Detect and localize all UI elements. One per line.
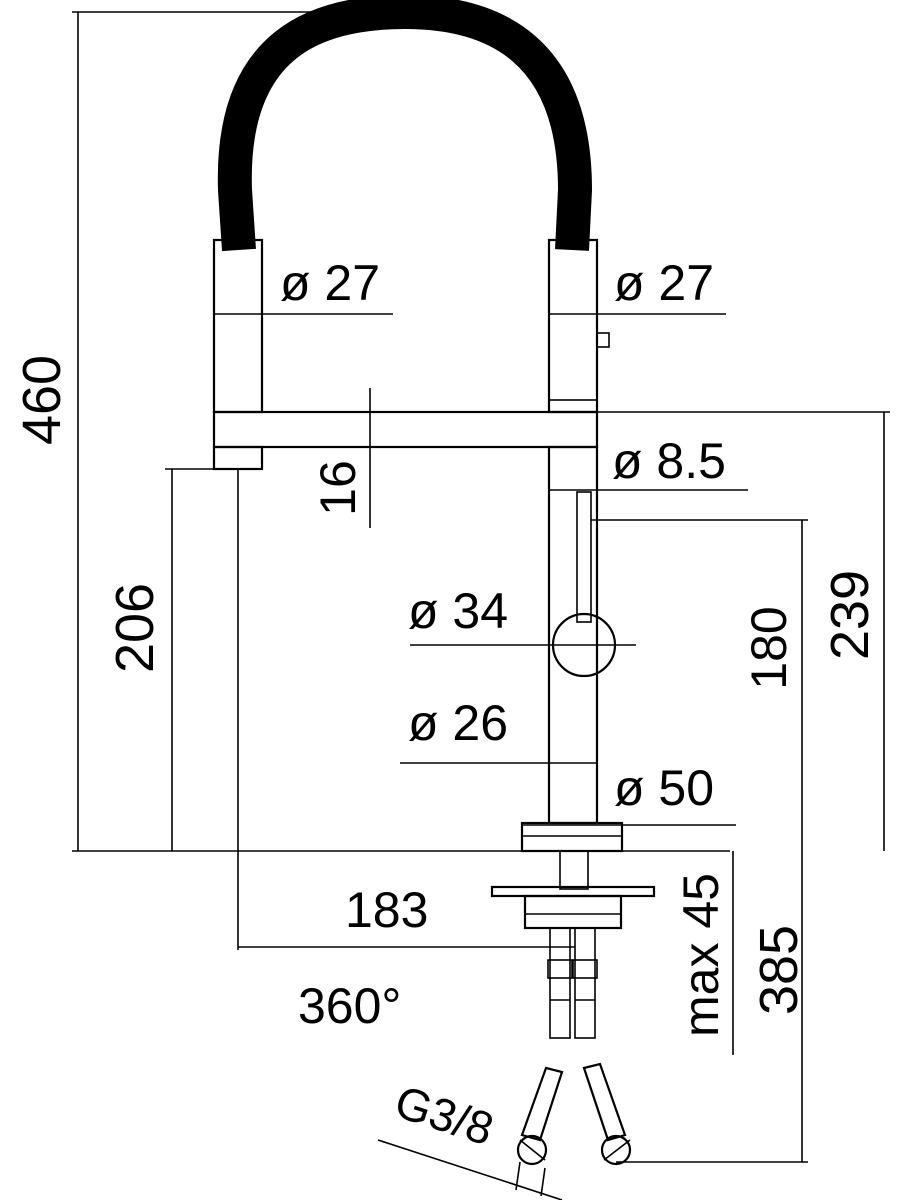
angled-connectors — [516, 1062, 632, 1166]
fixing-nut — [523, 894, 623, 930]
label-height-bar: 239 — [820, 570, 880, 660]
label-reach: 183 — [345, 882, 428, 938]
label-dia-base: ø 50 — [614, 760, 714, 816]
side-lever — [576, 491, 592, 623]
label-bar-thickness: 16 — [310, 460, 366, 516]
right-column-collar — [548, 399, 598, 413]
right-column — [547, 238, 599, 414]
label-height-outlet: 206 — [105, 583, 165, 673]
label-dia-lever-knob: ø 34 — [408, 583, 508, 639]
base-flange — [520, 821, 624, 853]
label-below-deck-length: 385 — [749, 925, 809, 1015]
threaded-rod — [559, 850, 589, 890]
dimension-lines — [72, 11, 890, 1200]
faucet-outline — [212, 0, 656, 1166]
label-connection-thread: G3/8 — [389, 1075, 500, 1155]
label-rotation: 360° — [298, 978, 401, 1034]
dimension-labels: 460 ø 27 ø 27 16 ø 8.5 206 ø 34 180 239 … — [12, 255, 880, 1155]
left-column — [212, 238, 264, 414]
flex-hoses — [547, 927, 598, 1039]
label-dia-right-column: ø 27 — [614, 255, 714, 311]
label-dia-side-lever: ø 8.5 — [612, 433, 726, 489]
label-height-lever: 180 — [741, 606, 797, 689]
horizontal-bar — [212, 410, 599, 449]
spring-hose — [217, 0, 593, 252]
outlet-nozzle — [212, 445, 264, 471]
main-body — [547, 445, 599, 825]
label-dia-left-column: ø 27 — [280, 255, 380, 311]
label-height-total: 460 — [12, 355, 72, 445]
label-dia-body: ø 26 — [408, 695, 508, 751]
label-max-deck-thickness: max 45 — [673, 873, 729, 1037]
spray-button — [596, 332, 610, 348]
